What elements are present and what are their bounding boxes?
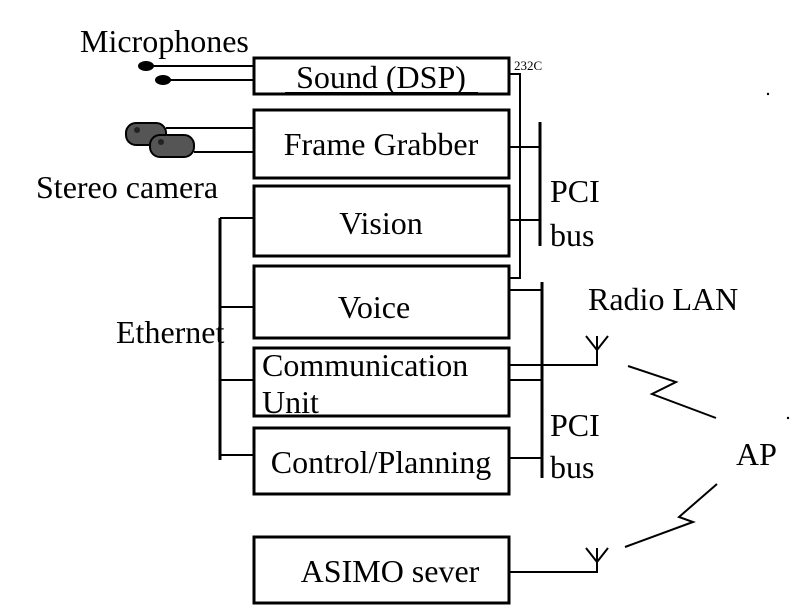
communication-unit-box [252,346,511,418]
voice-label: Voice [338,289,410,325]
asimo-server-box [252,535,511,605]
microphones-label: Microphones [80,23,249,59]
ethernet-label: Ethernet [116,314,225,350]
pci-bus-upper-label-2: bus [550,217,594,253]
sound-dsp-label: Sound (DSP) [296,59,466,95]
radio-lan-label: Radio LAN [588,281,738,317]
vision-box [252,184,511,258]
stereo-camera-icon [125,122,195,158]
server-antenna-link [509,556,598,573]
radio-lan-antenna-icon [585,335,609,352]
asimo-server-label: ASIMO sever [301,553,480,589]
pci-bus-lower-label-1: PCI [550,407,600,443]
stray-mark-1 [766,92,770,96]
pci-bus-lower-label-2: bus [550,449,594,485]
radio-zigzag-lower [624,483,718,548]
frame-grabber-box [252,108,511,180]
rs232c-link [509,73,521,279]
stray-mark-2 [786,416,790,420]
ap-label: AP [736,436,777,472]
communication-unit-label-1: Communication [262,347,468,383]
control-planning-label: Control/Planning [271,444,491,480]
rs232c-label: 232C [514,58,542,73]
voice-box [252,264,511,340]
frame-grabber-label: Frame Grabber [284,126,479,162]
server-antenna-icon [585,547,609,564]
sound-dsp-box [252,56,511,96]
pci-bus-upper-label-1: PCI [550,173,600,209]
communication-antenna-link [509,344,598,366]
radio-zigzag-upper [627,365,717,419]
communication-unit-label-2: Unit [262,384,319,420]
control-planning-box [252,426,511,496]
vision-label: Vision [339,205,422,241]
stereo-camera-label: Stereo camera [36,169,218,205]
microphone-icon [138,61,171,85]
